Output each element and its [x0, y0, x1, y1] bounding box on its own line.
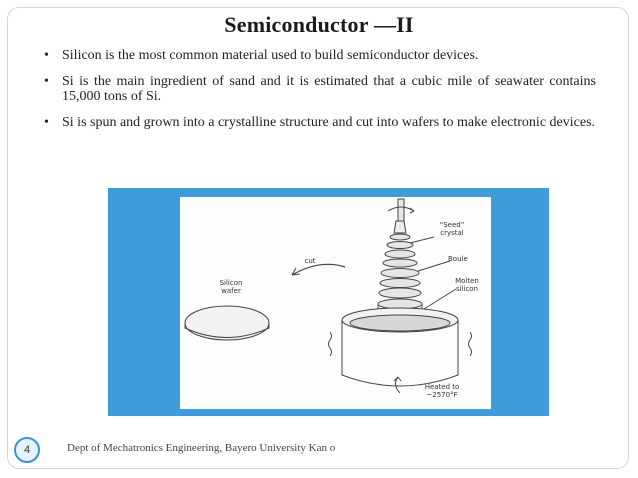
crystal-growth-figure: “Seed” crystal Boule Molten silicon Sili…	[108, 188, 549, 416]
bullet-text: Silicon is the most common material used…	[62, 48, 479, 63]
bullet-text: Si is spun and grown into a crystalline …	[62, 115, 596, 130]
seed-rod	[397, 198, 405, 222]
silicon-wafer-label: Silicon wafer	[219, 279, 243, 295]
bullet-item: • Si is spun and grown into a crystallin…	[44, 115, 596, 130]
cut-label: cut	[304, 257, 316, 265]
heated-label: Heated to ~2570°F	[424, 383, 460, 399]
crucible	[341, 307, 459, 387]
bullet-item: • Si is the main ingredient of sand and …	[44, 74, 596, 104]
bullet-text: Si is the main ingredient of sand and it…	[62, 74, 596, 104]
slide-title: Semiconductor —II	[224, 12, 414, 37]
bullet-list: • Silicon is the most common material us…	[44, 48, 596, 141]
cut-arrow	[291, 263, 346, 276]
czochralski-drawing	[184, 198, 472, 394]
bullet-item: • Silicon is the most common material us…	[44, 48, 596, 63]
boule-shape	[377, 220, 423, 320]
silicon-wafer	[184, 305, 270, 341]
bullet-marker: •	[44, 48, 49, 63]
seed-crystal-label: “Seed” crystal	[439, 221, 465, 237]
bullet-marker: •	[44, 74, 49, 89]
molten-silicon-label: Molten silicon	[455, 277, 479, 293]
footer-text: Dept of Mechatronics Engineering, Bayero…	[67, 442, 336, 454]
boule-label: Boule	[448, 255, 468, 263]
page-number-badge: 4	[14, 437, 40, 463]
bullet-marker: •	[44, 115, 49, 130]
slide-border	[7, 7, 629, 469]
figure-illustration: “Seed” crystal Boule Molten silicon Sili…	[180, 197, 491, 409]
